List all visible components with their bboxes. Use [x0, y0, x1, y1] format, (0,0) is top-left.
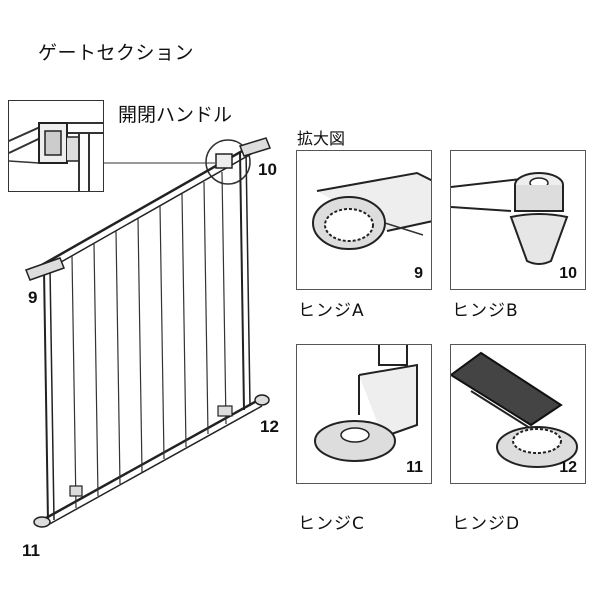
hinge-d-caption: ヒンジD [452, 514, 521, 534]
zoom-label: 拡大図 [297, 129, 346, 148]
callout-10: 10 [258, 160, 277, 179]
hinge-a-number: 9 [414, 265, 423, 282]
callout-12: 12 [260, 417, 279, 436]
hinge-9-shape [25, 257, 65, 281]
hinge-c-number: 11 [406, 459, 423, 476]
zoom-circle [205, 139, 251, 185]
hinge-d-number: 12 [559, 459, 577, 476]
hinge-b-panel: 10 [450, 150, 586, 290]
left-post [43, 269, 49, 523]
handle-detail-inset [8, 100, 104, 192]
handle-shape [215, 153, 233, 169]
handle-detail-drawing [9, 122, 103, 191]
hinge-c-caption: ヒンジC [298, 514, 365, 534]
hinge-a-caption: ヒンジA [298, 301, 365, 321]
gate-drawing [25, 137, 271, 528]
hinge-c-panel: 11 [296, 344, 432, 484]
section-title: ゲートセクション [38, 42, 195, 64]
handle-label: 開閉ハンドル [118, 104, 233, 126]
hinge-a-drawing [312, 171, 431, 250]
hinge-b-caption: ヒンジB [452, 301, 519, 321]
hinge-a-panel: 9 [296, 150, 432, 290]
right-post [239, 151, 245, 411]
hinge-d-drawing [451, 351, 578, 468]
hinge-b-drawing [451, 172, 569, 265]
gate-bars [71, 171, 227, 509]
hinge-12-shape [254, 394, 270, 406]
callout-11: 11 [22, 541, 40, 560]
callout-9: 9 [28, 288, 38, 307]
hinge-c-drawing [314, 345, 418, 462]
hinge-11-shape [33, 516, 51, 528]
hinge-10-shape [239, 137, 271, 157]
hinge-d-panel: 12 [450, 344, 586, 484]
hinge-b-number: 10 [559, 265, 577, 282]
